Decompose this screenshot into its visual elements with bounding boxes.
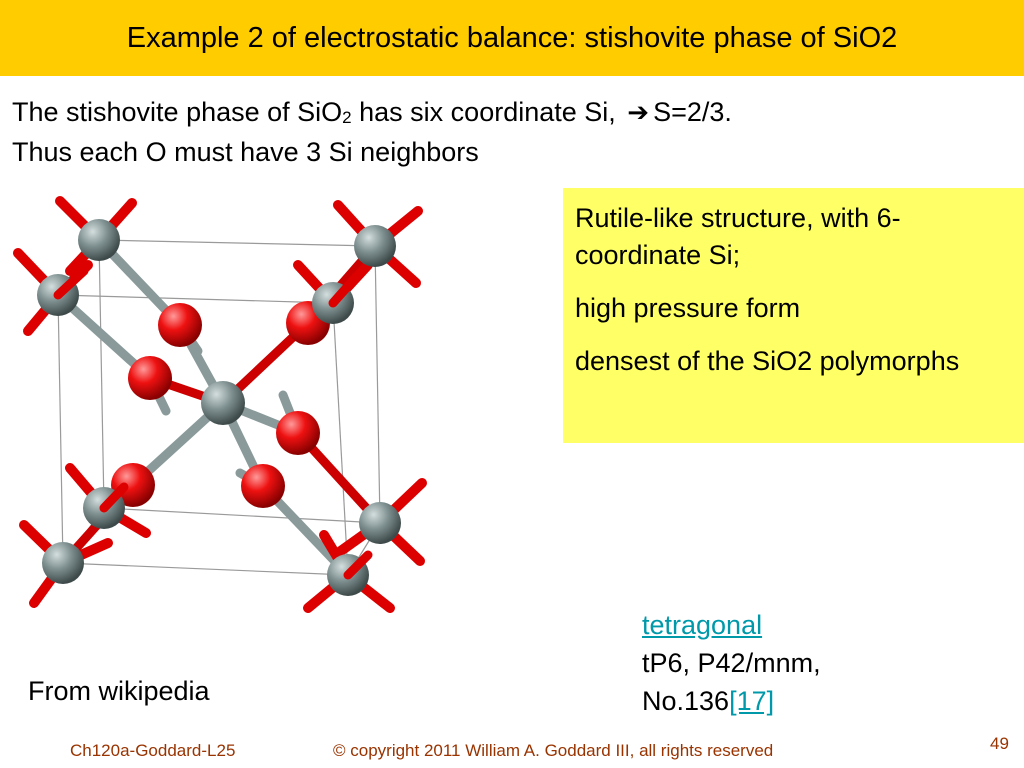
silicon-atom-center	[201, 381, 245, 425]
silicon-atom	[78, 219, 120, 261]
tetragonal-link[interactable]: tetragonal	[642, 610, 763, 640]
page-number: 49	[990, 734, 1009, 753]
oxygen-atom	[111, 463, 155, 507]
note-item-densest: densest of the SiO2 polymorphs	[575, 346, 960, 376]
space-group: tP6, P42/mnm,	[642, 648, 821, 678]
intro-text: The stishovite phase of SiO2 has six coo…	[12, 92, 1012, 172]
footer-course: Ch120a-Goddard-L25	[70, 741, 236, 760]
intro-line-1-pre: The stishovite phase of SiO	[12, 97, 343, 127]
intro-line-1: The stishovite phase of SiO2 has six coo…	[12, 92, 1012, 132]
footer-copyright: © copyright 2011 William A. Goddard III,…	[333, 741, 774, 760]
oxygen-atom	[276, 411, 320, 455]
space-group-number: No.136	[642, 686, 730, 716]
right-arrow-icon: ➔	[627, 97, 650, 127]
note-item-pressure: high pressure form	[575, 293, 801, 323]
silicon-atom	[42, 542, 84, 584]
title-bar: Example 2 of electrostatic balance: stis…	[0, 0, 1024, 76]
intro-line-1-result: S=2/3.	[653, 97, 732, 127]
stishovite-crystal-structure-image	[13, 196, 427, 613]
silicon-atom	[359, 502, 401, 544]
slide-title: Example 2 of electrostatic balance: stis…	[126, 21, 898, 54]
intro-subscript: 2	[342, 108, 352, 127]
intro-line-2: Thus each O must have 3 Si neighbors	[12, 137, 479, 167]
note-item-rutile: Rutile-like structure, with 6-coordinate…	[575, 203, 901, 270]
source-caption: From wikipedia	[28, 676, 210, 706]
lattice-info: tetragonal tP6, P42/mnm, No.136[17]	[642, 606, 821, 720]
oxygen-atom	[128, 356, 172, 400]
reference-link[interactable]: [17]	[729, 686, 775, 716]
notes-box: Rutile-like structure, with 6-coordinate…	[563, 188, 1024, 443]
silicon-atom	[354, 225, 396, 267]
intro-line-1-post: has six coordinate Si,	[351, 97, 616, 127]
oxygen-atom	[241, 464, 285, 508]
oxygen-atom	[158, 303, 202, 347]
unit-cell-edges	[57, 239, 381, 576]
